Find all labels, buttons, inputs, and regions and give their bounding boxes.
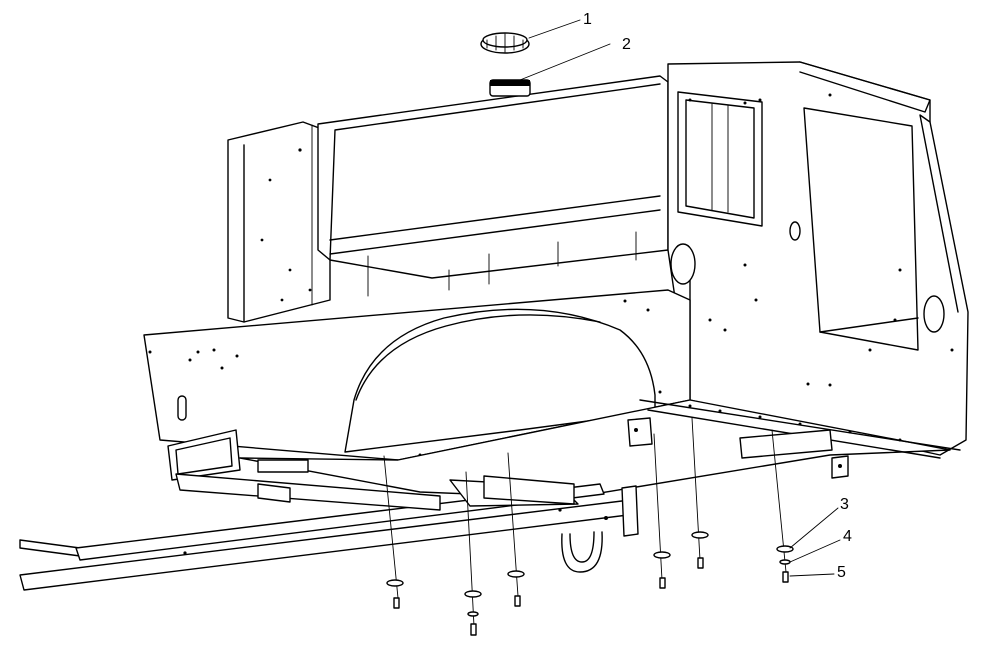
bed-side-panel [143, 289, 691, 461]
fuel-cap [480, 32, 530, 54]
cab-side-panel [667, 61, 969, 456]
filler-neck [489, 79, 531, 97]
chassis-frame [19, 417, 849, 591]
callout-3-label: 3 [840, 496, 849, 513]
fuel-tank [317, 75, 669, 297]
callout-2-label: 2 [622, 36, 631, 53]
callout-1-label: 1 [583, 11, 592, 28]
fastener-stacks [383, 417, 794, 636]
callout-5-label: 5 [837, 564, 846, 581]
callout-4-label: 4 [843, 528, 852, 545]
bed-floor [239, 399, 961, 499]
callout-leaders [519, 19, 841, 577]
cab-rear-panel [227, 121, 331, 323]
